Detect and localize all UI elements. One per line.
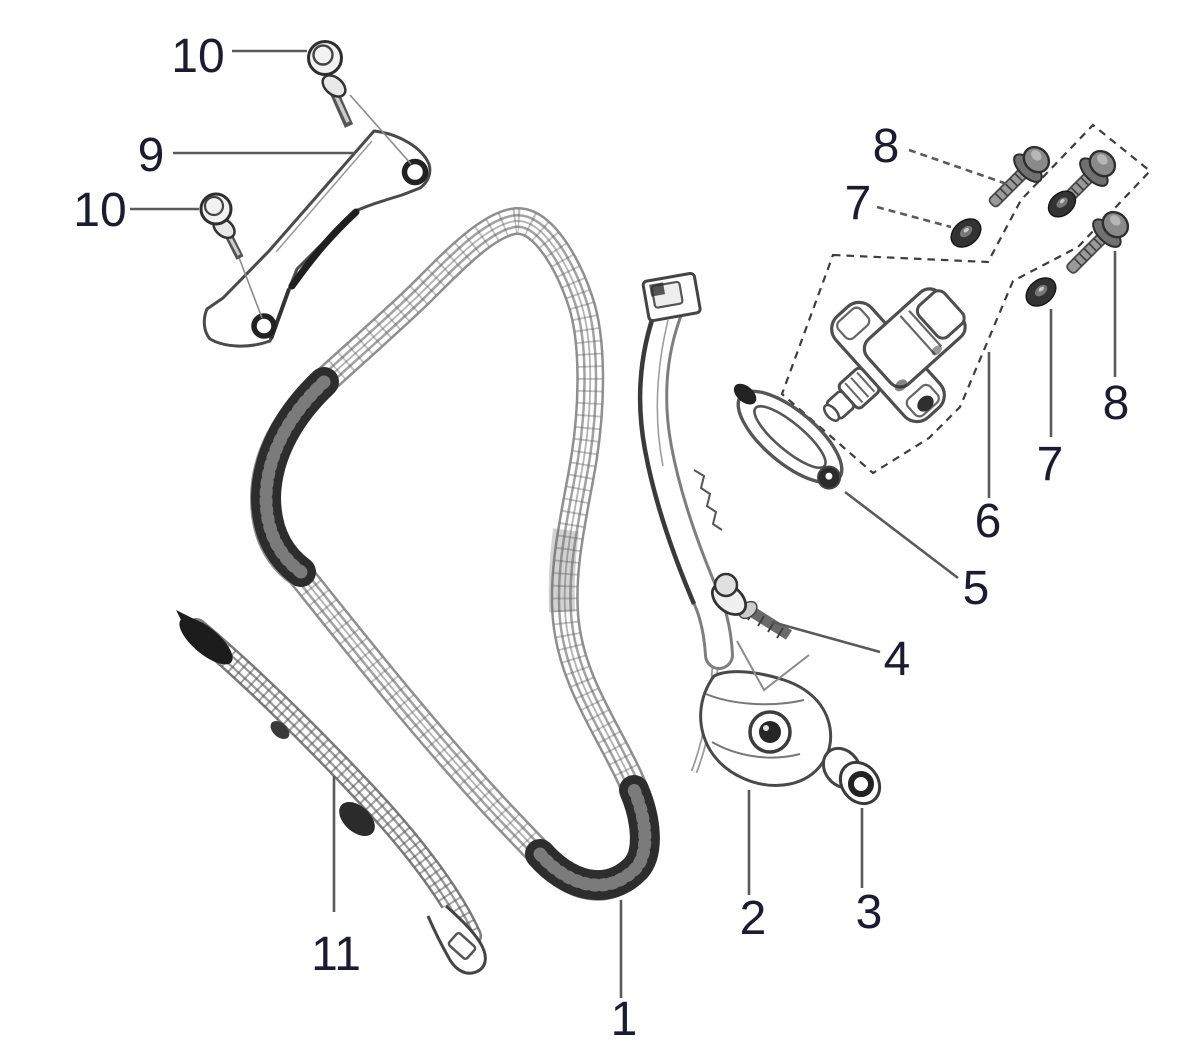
callout-label-8: 8	[1103, 377, 1130, 430]
guide-plate-part9	[202, 129, 432, 348]
callout-leader-5	[844, 490, 959, 580]
callout-label-6: 6	[975, 495, 1002, 548]
tensioner-lifter-part6	[822, 287, 967, 424]
callout-label-9: 9	[138, 129, 165, 182]
plate-hole-lower	[251, 313, 277, 339]
bracket-lines	[736, 640, 810, 692]
callout-leader-8	[908, 148, 1008, 186]
callout-label-10: 10	[73, 184, 126, 237]
flange-bolt-part8-a	[988, 145, 1051, 208]
callout-label-10: 10	[171, 30, 224, 83]
plate-hole-upper	[401, 158, 429, 186]
callout-label-8: 8	[873, 120, 900, 173]
gasket-part5	[733, 383, 844, 490]
flange-bolt-part8-c	[1066, 210, 1130, 274]
callout-leader-7	[876, 205, 952, 229]
callout-label-7: 7	[845, 177, 872, 230]
callout-label-1: 1	[611, 993, 638, 1046]
callout-label-11: 11	[311, 928, 361, 981]
callout-label-2: 2	[740, 892, 767, 945]
callout-label-3: 3	[856, 886, 883, 939]
chain-guide-part11	[176, 610, 487, 975]
sealing-bolt-part3	[821, 746, 882, 806]
flange-bolt-part10-top	[307, 40, 412, 165]
cam-chain-part1	[264, 221, 645, 887]
washer-part7-a	[950, 218, 982, 248]
callout-label-4: 4	[884, 633, 911, 686]
flange-bolt-part4	[710, 572, 792, 640]
guide11-mount-tab	[339, 801, 375, 837]
flange-bolt-part10-left	[199, 192, 263, 319]
callout-label-7: 7	[1037, 438, 1064, 491]
callout-label-5: 5	[963, 562, 990, 615]
tensioner-guide-part2	[637, 271, 833, 787]
washer-part7-b	[1047, 190, 1077, 218]
callout-leader-4	[771, 620, 881, 654]
dashed-assembly-outline	[780, 123, 1152, 475]
washer-part7-c	[1025, 277, 1057, 307]
